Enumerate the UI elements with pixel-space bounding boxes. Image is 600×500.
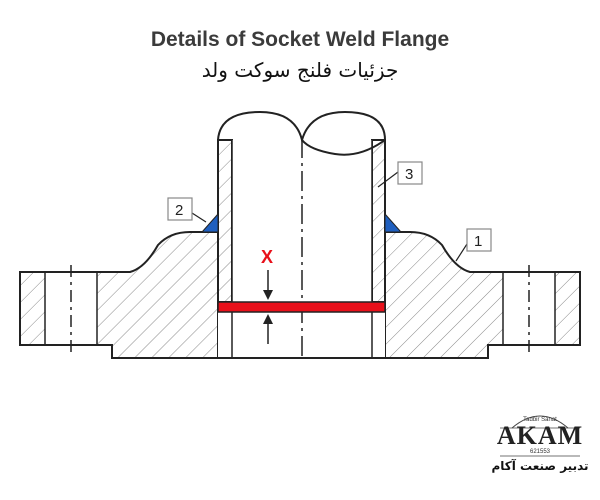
pipe-wall-right [371,139,386,303]
fillet-weld-right [384,212,403,233]
logo-name: AKAM [496,421,584,450]
callout-box-1 [466,228,492,252]
logo-number: 621553 [529,449,551,455]
pipe-wall-left [217,139,233,303]
pipe-break-line [217,110,387,156]
gap-arrow-down [263,290,273,300]
gap-arrow-up [263,314,273,324]
expansion-gap-bar [217,301,386,313]
logo-persian-name: تدبیر صنعت آکام [491,459,589,473]
callout-label-2: 2 [175,202,183,219]
callout-label-1: 1 [474,233,482,250]
logo-arc [511,415,569,429]
page-subtitle: جزئیات فلنج سوکت ولد [201,58,399,82]
page-title: Details of Socket Weld Flange [150,28,450,51]
callout-box-2 [167,197,193,221]
gap-label: X [261,247,273,267]
fillet-weld-left [200,212,219,233]
callout-label-3: 3 [405,166,413,183]
callout-box-3 [397,161,423,185]
logo-top-text: Tadbir Sanat [523,417,557,423]
company-logo: Tadbir Sanat AKAM 621553 تدبیر صنعت آکام [490,405,590,495]
